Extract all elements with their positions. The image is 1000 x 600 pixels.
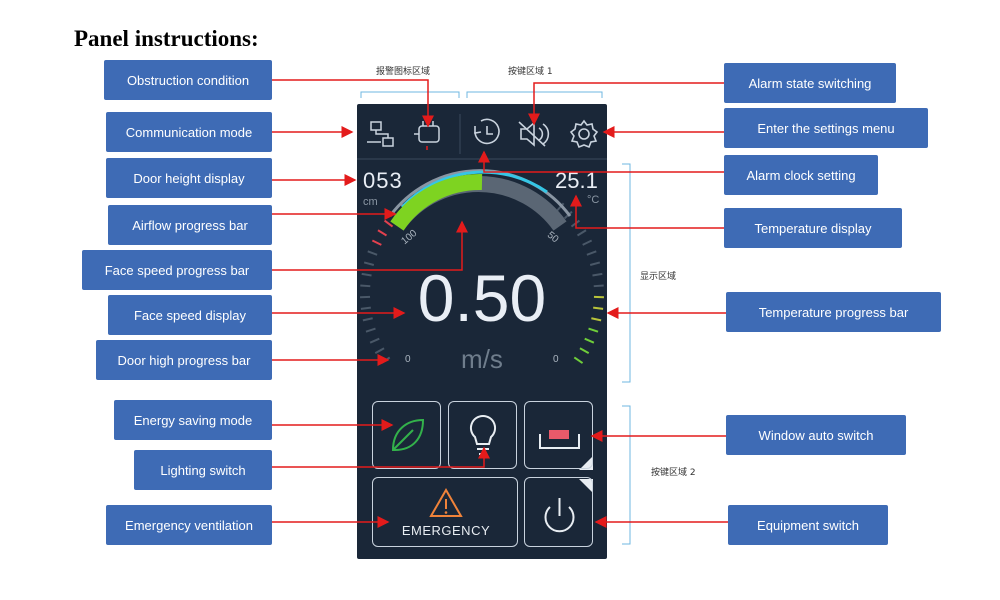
- side-tick-right-13: [584, 337, 595, 344]
- side-tick-right-7: [592, 272, 603, 277]
- leaf-icon: [391, 418, 425, 451]
- side-tick-right-6: [589, 261, 601, 266]
- arrow-alarm-state: [528, 82, 724, 126]
- label-face-speed-progress-bar: Face speed progress bar: [82, 250, 272, 290]
- side-tick-left-6: [363, 261, 375, 266]
- door-height-unit: cm: [363, 196, 378, 208]
- arrow-face-speed-bar: [272, 220, 468, 271]
- temperature-unit: °C: [587, 194, 600, 206]
- region-label-alarm-icon-area: 报警图标区域: [376, 67, 431, 77]
- side-tick-right-15: [573, 356, 584, 364]
- label-lighting-switch: Lighting switch: [134, 450, 272, 490]
- face-speed-unit: m/s: [461, 344, 503, 374]
- label-face-speed-display: Face speed display: [108, 295, 272, 335]
- arrow-obstruction: [272, 79, 434, 128]
- equipment-power-button[interactable]: [524, 477, 593, 547]
- label-door-height-display: Door height display: [106, 158, 272, 198]
- label-communication-mode: Communication mode: [106, 112, 272, 152]
- label-alarm-clock-setting: Alarm clock setting: [724, 155, 878, 195]
- face-speed-value: 0.50: [417, 261, 547, 335]
- emergency-label: EMERGENCY: [401, 523, 491, 538]
- side-tick-right-10: [593, 306, 604, 310]
- region-brackets: [360, 91, 631, 545]
- side-tick-right-0: [556, 202, 565, 212]
- side-tick-left-7: [361, 272, 372, 277]
- warning-triangle-icon: [429, 487, 463, 517]
- side-tick-left-13: [369, 337, 380, 344]
- label-door-high-progress-bar: Door high progress bar: [96, 340, 272, 380]
- arrow-temperature: [570, 194, 724, 229]
- gear-icon: [569, 119, 599, 149]
- region-label-display-area: 显示区域: [640, 272, 677, 282]
- side-tick-left-5: [367, 250, 378, 256]
- label-temperature-progress-bar: Temperature progress bar: [726, 292, 941, 332]
- window-icon: [539, 430, 580, 449]
- side-tick-left-4: [371, 239, 382, 246]
- label-energy-saving-mode: Energy saving mode: [114, 400, 272, 440]
- annotation-arrows: [272, 79, 728, 528]
- side-tick-right-4: [582, 239, 593, 246]
- arrow-lighting: [272, 446, 490, 468]
- side-tick-right-12: [588, 327, 599, 333]
- side-tick-gauges: [360, 202, 604, 364]
- control-panel: 053 cm 25.1 °C 100 50 0 0 0.50 m/s: [357, 104, 607, 559]
- clock-icon: [474, 118, 500, 145]
- side-tick-right-11: [591, 317, 602, 322]
- region-label-key-area-1: 按键区域 1: [508, 67, 553, 77]
- label-window-auto-switch: Window auto switch: [726, 415, 906, 455]
- door-height-value: 053: [363, 168, 403, 193]
- network-icon: [367, 121, 394, 147]
- region-label-key-area-2: 按键区域 2: [651, 468, 696, 478]
- label-alarm-state-switching: Alarm state switching: [724, 63, 896, 103]
- side-tick-left-8: [360, 284, 371, 288]
- side-tick-right-8: [593, 284, 604, 288]
- label-airflow-progress-bar: Airflow progress bar: [108, 205, 272, 245]
- label-obstruction-condition: Obstruction condition: [104, 60, 272, 100]
- power-icon: [544, 498, 575, 533]
- energy-saving-button[interactable]: [372, 401, 441, 469]
- side-tick-left-12: [365, 327, 376, 333]
- side-left-zero: 0: [405, 354, 411, 365]
- arrow-alarm-clock: [478, 150, 724, 173]
- airflow-arc-cyan: [400, 170, 548, 209]
- side-tick-left-11: [362, 317, 373, 322]
- side-tick-left-3: [377, 229, 388, 237]
- label-enter-settings-menu: Enter the settings menu: [724, 108, 928, 148]
- label-temperature-display: Temperature display: [724, 208, 902, 248]
- side-tick-left-14: [374, 347, 385, 355]
- emergency-button[interactable]: EMERGENCY: [372, 477, 518, 547]
- side-right-zero: 0: [553, 354, 559, 365]
- side-tick-right-14: [579, 347, 590, 355]
- side-tick-right-5: [586, 250, 597, 256]
- side-tick-left-2: [383, 219, 394, 228]
- diagram-title: Panel instructions:: [74, 26, 259, 51]
- face-speed-progress-fill: [390, 173, 483, 231]
- label-equipment-switch: Equipment switch: [728, 505, 888, 545]
- label-emergency-ventilation: Emergency ventilation: [106, 505, 272, 545]
- side-tick-left-10: [360, 306, 371, 310]
- speaker-mute-icon: [518, 121, 550, 147]
- side-tick-right-3: [576, 229, 587, 237]
